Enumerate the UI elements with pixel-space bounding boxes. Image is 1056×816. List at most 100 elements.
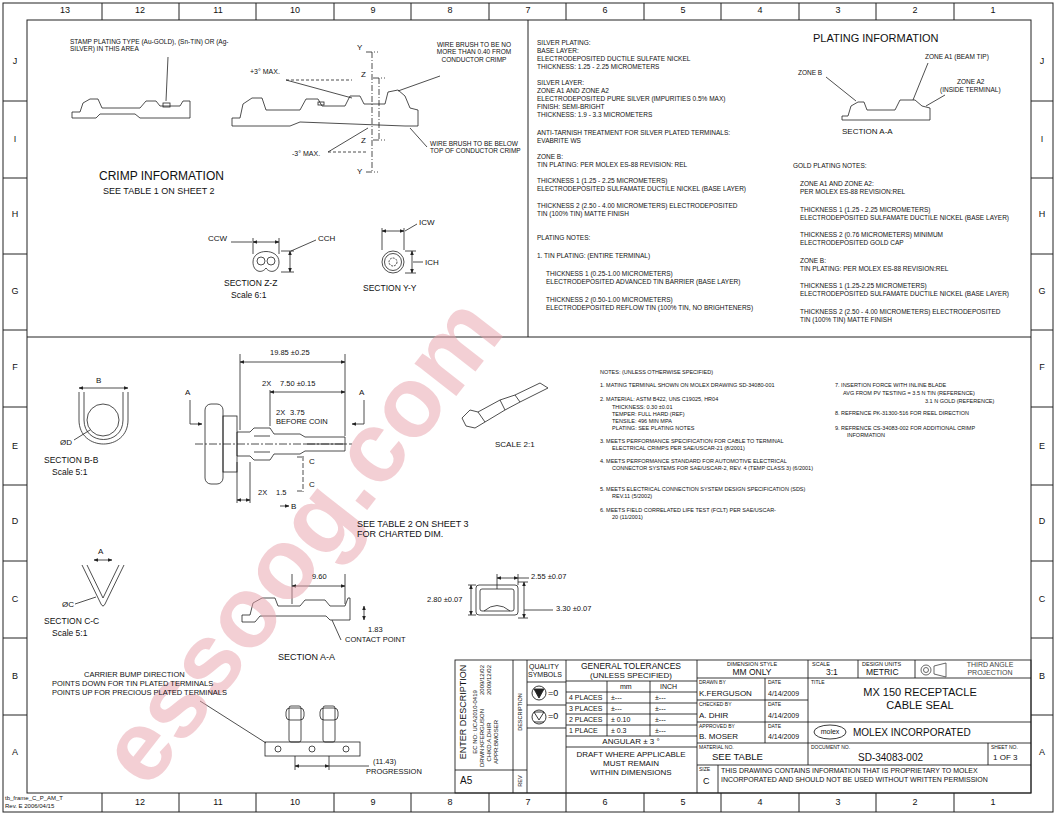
terminal-drawing-part bbox=[240, 362, 345, 363]
grid-reference: C bbox=[12, 594, 19, 604]
title-block-text: METRIC bbox=[866, 668, 899, 678]
quality-symbol-part bbox=[534, 722, 544, 723]
plating-note: THICKNESS: 1.9 - 3.3 MICROMETERS bbox=[537, 111, 652, 118]
terminal-drawing-part bbox=[524, 582, 525, 618]
plating-note: ELECTRODEPOSITED SULFAMATE DUCTILE NICKE… bbox=[800, 290, 1009, 297]
general-note: 7. INSERTION FORCE WITH INLINE BLADE bbox=[835, 382, 946, 388]
terminal-drawing-part bbox=[497, 574, 518, 589]
terminal-drawing-part bbox=[382, 251, 404, 273]
drawing-annotation: ICH bbox=[425, 258, 439, 267]
title-block-part bbox=[455, 660, 1031, 793]
sheet-frame-part bbox=[102, 793, 954, 812]
title-block-text: A. DHIR bbox=[699, 711, 728, 720]
projection-symbol-part bbox=[921, 665, 931, 675]
terminal-drawing-part bbox=[253, 238, 279, 254]
general-note: 8. REFRENCE PK-31300-516 FOR REEL DIRECT… bbox=[835, 410, 969, 416]
title-block-text: ±--- bbox=[655, 716, 666, 724]
drawing-annotation: 7.50 ±0.15 bbox=[280, 380, 315, 389]
drawing-annotation: Scale 6:1 bbox=[231, 291, 266, 301]
drawing-annotation: 2X bbox=[276, 409, 285, 418]
terminal-drawing-part bbox=[74, 430, 90, 440]
terminal-drawing-part bbox=[253, 252, 279, 272]
terminal-drawing-part bbox=[332, 620, 341, 640]
drawing-annotation: Scale 5:1 bbox=[52, 468, 87, 478]
grid-reference: A bbox=[1039, 747, 1045, 757]
terminal-drawing-part bbox=[281, 251, 294, 272]
plating-note: ELECTRODEPOSITED GOLD CAP bbox=[800, 239, 904, 246]
title-block-text: ±--- bbox=[655, 727, 666, 735]
title-block-text: DIMENSION STYLE bbox=[727, 661, 777, 667]
terminal-drawing-part bbox=[328, 152, 368, 153]
plating-note: GOLD PLATING NOTES: bbox=[793, 162, 867, 169]
title-block-text: QUALITY bbox=[529, 663, 559, 671]
plating-note: ELECTRODEPOSITED DUCTILE SULFATE NICKEL bbox=[537, 55, 690, 62]
title-block-text: DRAFT WHERE APPLICABLE bbox=[576, 750, 685, 759]
title-block-text: MOLEX INCORPORATED bbox=[853, 727, 971, 739]
title-block-text: SD-34083-002 bbox=[858, 752, 923, 764]
terminal-drawing-part bbox=[79, 388, 128, 389]
terminal-drawing-part bbox=[270, 392, 345, 393]
plating-note: THICKNESS: 1.25 - 2.25 MICROMETERS bbox=[537, 63, 659, 70]
title-block-text: =0 bbox=[548, 711, 558, 721]
drawing-annotation: 2.55 ±0.07 bbox=[531, 573, 566, 582]
title-block-text: GENERAL TOLERANCES bbox=[581, 662, 681, 672]
plating-note: ELECTRODEPOSITED ADVANCED TIN BARRIER (B… bbox=[546, 278, 740, 285]
drawing-annotation: ICW bbox=[419, 218, 435, 227]
sheet-frame-part bbox=[1031, 101, 1053, 715]
sheet-frame bbox=[3, 3, 1053, 812]
terminal-drawing-part bbox=[166, 57, 168, 101]
title-block-text: 3 PLACES bbox=[569, 705, 602, 713]
grid-reference: J bbox=[13, 56, 18, 66]
quality-symbol-part bbox=[534, 689, 544, 698]
terminal-drawing-part bbox=[329, 766, 369, 767]
title-block-text: DATE bbox=[768, 680, 781, 686]
terminal-drawing-part bbox=[286, 80, 352, 98]
general-note: 3.1 N GOLD (REFERENCE) bbox=[925, 398, 994, 404]
drawing-annotation: ZONE A2 bbox=[957, 78, 984, 85]
plating-note: THICKNESS 2 (2.50 - 4.00 MICROMETERS) EL… bbox=[537, 202, 737, 209]
grid-reference: B bbox=[12, 671, 18, 681]
terminal-drawing-part bbox=[364, 606, 365, 620]
plating-note: PER MOLEX ES-88 REVISION:REL bbox=[800, 188, 905, 195]
title-block bbox=[455, 660, 1031, 793]
title-block-text: APPROVED BY bbox=[699, 724, 735, 730]
general-note: 2. MATERIAL: ASTM B422, UNS C19025, HR04 bbox=[600, 396, 718, 402]
drawing-annotation: SECTION A-A bbox=[842, 127, 893, 136]
terminal-drawing-part bbox=[382, 228, 404, 250]
grid-reference: 9 bbox=[370, 797, 375, 807]
drawing-annotation: 9.60 bbox=[312, 573, 327, 582]
plating-note: ZONE B: bbox=[800, 257, 826, 264]
terminal-drawing-part bbox=[275, 746, 281, 752]
title-block-text: INCH bbox=[660, 683, 677, 691]
grid-reference: E bbox=[1039, 441, 1045, 451]
general-note: 9. REFRENCE CS-34083-002 FOR ADDITIONAL … bbox=[835, 425, 987, 440]
terminal-drawing-part bbox=[295, 766, 329, 767]
drawing-annotation: Z bbox=[361, 70, 366, 79]
grid-reference: B bbox=[1039, 671, 1045, 681]
grid-reference: 3 bbox=[835, 797, 840, 807]
title-block-text: MM ONLY bbox=[732, 668, 771, 678]
drawing-annotation: ØC bbox=[62, 600, 74, 609]
terminal-drawing-part bbox=[412, 251, 413, 273]
title-block-text: =0 bbox=[548, 688, 558, 698]
terminal-drawing-part bbox=[497, 578, 518, 579]
terminal-drawing-part bbox=[328, 128, 368, 152]
plating-note: THICKNESS 2 (0.76 MICROMETERS) MINIMUM bbox=[800, 231, 943, 238]
plating-note: THICKNESS 1 (1.25 - 2.25 MICROMETERS) bbox=[537, 177, 667, 184]
frame-note: tb_frame_C_P_AM_T bbox=[5, 795, 63, 802]
plating-note: TIN (100% TIN) MATTE FINISH bbox=[800, 316, 892, 323]
title-block-text: CHECKED BY bbox=[699, 702, 732, 708]
drawing-annotation: 3.75 bbox=[290, 409, 305, 418]
drawing-annotation: SECTION Y-Y bbox=[363, 284, 416, 294]
drawing-annotation: SEE TABLE 1 ON SHEET 2 bbox=[103, 186, 215, 196]
drawing-annotation: 2X bbox=[258, 489, 267, 498]
drawing-annotation: 2X bbox=[262, 380, 271, 389]
drawing-annotation: 1.5 bbox=[276, 489, 286, 498]
grid-reference: 10 bbox=[290, 797, 300, 807]
terminal-drawing-part bbox=[270, 390, 271, 426]
drawing-annotation: SCALE 2:1 bbox=[495, 440, 535, 449]
drawing-annotation: Scale 5:1 bbox=[52, 629, 87, 639]
title-block-text: (UNLESS SPECIFIED) bbox=[590, 671, 672, 680]
plating-note: THICKNESS 1 (1.25 - 2.25 MICROMETERS) bbox=[800, 206, 930, 213]
